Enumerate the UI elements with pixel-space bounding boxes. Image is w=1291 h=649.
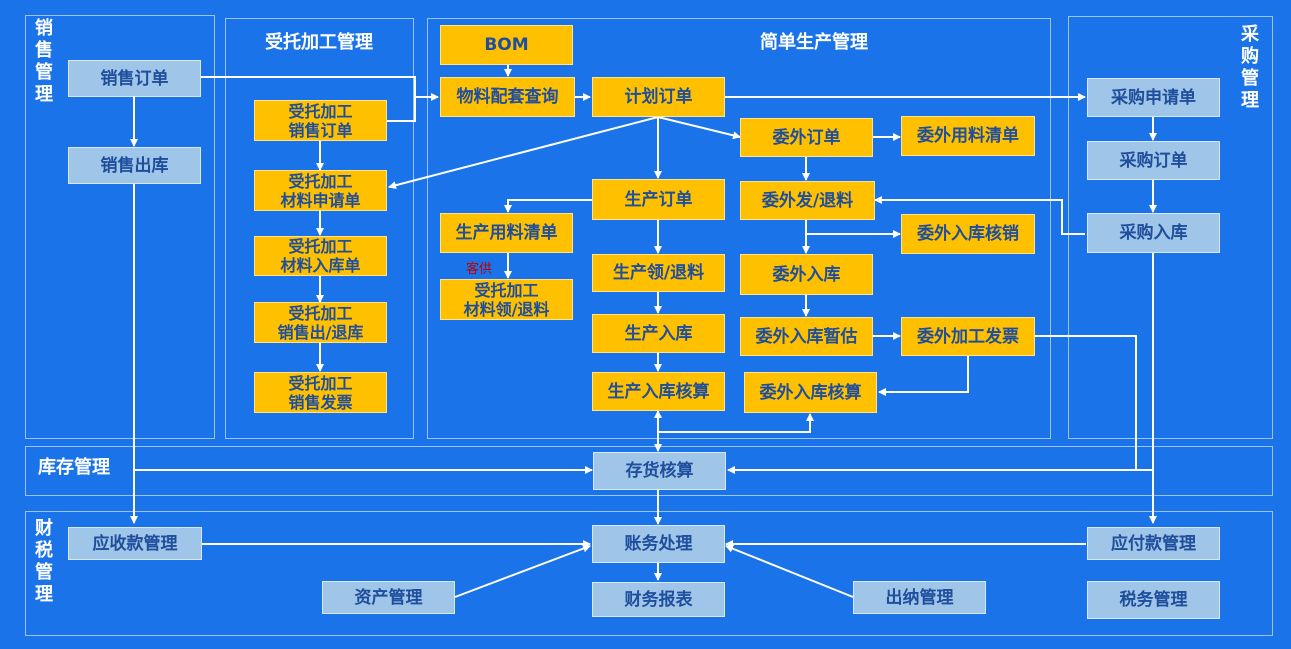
material-query-box[interactable]: 物料配套查询 — [440, 77, 575, 117]
reports-box[interactable]: 财务报表 — [592, 582, 725, 617]
purchase-request-box[interactable]: 采购申请单 — [1087, 78, 1220, 117]
purchase-panel — [1068, 16, 1273, 439]
sales-out-box[interactable]: 销售出库 — [68, 147, 201, 184]
purchase-order-box[interactable]: 采购订单 — [1087, 141, 1220, 180]
finance-panel — [25, 511, 1273, 636]
outsource-invoice-box[interactable]: 委外加工发票 — [901, 317, 1035, 356]
consign-invoice-box[interactable]: 受托加工 销售发票 — [254, 372, 387, 413]
production-in-box[interactable]: 生产入库 — [592, 314, 725, 353]
bom-box[interactable]: BOM — [440, 25, 573, 65]
consign-sales-order-box[interactable]: 受托加工 销售订单 — [254, 100, 387, 141]
plan-order-box[interactable]: 计划订单 — [592, 77, 725, 117]
outsource-order-box[interactable]: 委外订单 — [740, 118, 873, 157]
outsource-cost-box[interactable]: 委外入库核算 — [744, 372, 877, 413]
production-order-box[interactable]: 生产订单 — [592, 179, 725, 220]
sales-order-box[interactable]: 销售订单 — [68, 60, 201, 97]
production-cost-box[interactable]: 生产入库核算 — [592, 372, 725, 411]
outsource-estimate-box[interactable]: 委外入库暂估 — [740, 317, 873, 356]
outsource-material-list-box[interactable]: 委外用料清单 — [901, 116, 1035, 156]
sales-panel — [25, 15, 215, 439]
sales-section-title: 销售管理 — [35, 18, 53, 105]
production-section-title: 简单生产管理 — [760, 32, 868, 53]
outsource-in-box[interactable]: 委外入库 — [740, 254, 873, 295]
payable-box[interactable]: 应付款管理 — [1087, 527, 1220, 560]
production-material-list-box[interactable]: 生产用料清单 — [440, 213, 573, 253]
purchase-in-box[interactable]: 采购入库 — [1087, 213, 1220, 253]
consign-material-request-box[interactable]: 受托加工 材料申请单 — [254, 170, 387, 211]
finance-section-title: 财税管理 — [35, 518, 53, 605]
outsource-send-box[interactable]: 委外发/退料 — [740, 181, 875, 220]
production-issue-box[interactable]: 生产领/退料 — [592, 254, 725, 292]
consign-sales-out-box[interactable]: 受托加工 销售出/退库 — [254, 302, 387, 343]
production-panel — [427, 18, 1051, 439]
assets-box[interactable]: 资产管理 — [322, 581, 455, 614]
receivable-box[interactable]: 应收款管理 — [68, 527, 202, 560]
consign-material-in-box[interactable]: 受托加工 材料入库单 — [254, 236, 387, 276]
consign-panel — [225, 18, 414, 439]
accounting-box[interactable]: 账务处理 — [592, 525, 725, 563]
tax-box[interactable]: 税务管理 — [1087, 581, 1220, 619]
customer-supplied-note: 客供 — [466, 262, 493, 277]
purchase-section-title: 采购管理 — [1241, 24, 1259, 111]
inventory-panel — [25, 446, 1273, 496]
cashier-box[interactable]: 出纳管理 — [853, 581, 986, 614]
consign-section-title: 受托加工管理 — [265, 32, 373, 53]
outsource-write-off-box[interactable]: 委外入库核销 — [901, 214, 1035, 254]
inventory-section-title: 库存管理 — [38, 457, 110, 478]
inventory-cost-box[interactable]: 存货核算 — [593, 452, 726, 490]
consign-material-issue-box[interactable]: 受托加工 材料领/退料 — [440, 279, 573, 320]
